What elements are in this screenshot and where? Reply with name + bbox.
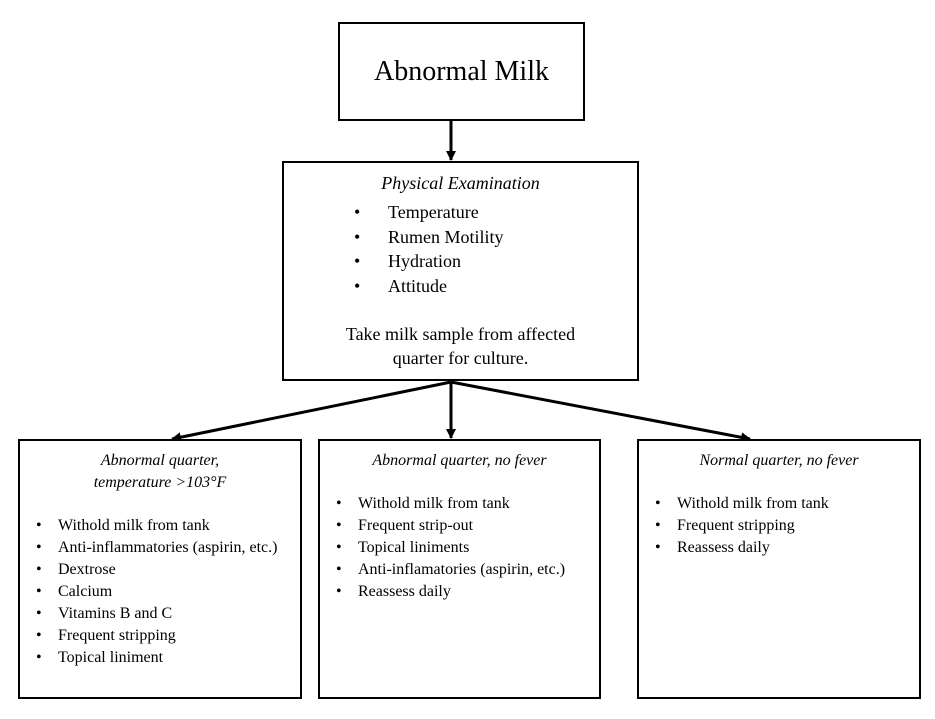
list-item: Frequent stripping <box>653 515 903 537</box>
list-item: Anti-inflammatories (aspirin, etc.) <box>34 537 284 559</box>
list-item: Reassess daily <box>653 537 903 559</box>
abnormal-quarter-no-fever-box: Abnormal quarter, no fever Withold milk … <box>318 439 601 699</box>
abnormal-quarter-fever-box: Abnormal quarter, temperature >103°F Wit… <box>18 439 302 699</box>
abnormal-quarter-fever-list: Withold milk from tank Anti-inflammatori… <box>34 515 284 669</box>
list-item: Attitude <box>348 274 504 299</box>
physical-examination-title: Physical Examination <box>381 173 540 193</box>
milk-sample-note: Take milk sample from affected quarter f… <box>284 322 637 370</box>
list-item: Temperature <box>348 200 504 225</box>
physical-examination-box: Physical Examination Temperature Rumen M… <box>282 161 639 381</box>
abnormal-quarter-fever-title: Abnormal quarter, temperature >103°F <box>20 450 300 494</box>
list-item: Topical liniments <box>334 537 584 559</box>
physical-examination-list: Temperature Rumen Motility Hydration Att… <box>348 200 504 298</box>
list-item: Dextrose <box>34 559 284 581</box>
list-item: Vitamins B and C <box>34 603 284 625</box>
list-item: Frequent strip-out <box>334 515 584 537</box>
list-item: Calcium <box>34 581 284 603</box>
list-item: Topical liniment <box>34 647 284 669</box>
title-line1: Abnormal quarter, <box>100 452 220 469</box>
milk-sample-note-line2: quarter for culture. <box>392 348 529 368</box>
list-item: Withold milk from tank <box>34 515 284 537</box>
normal-quarter-no-fever-list: Withold milk from tank Frequent strippin… <box>653 493 903 559</box>
list-item: Withold milk from tank <box>653 493 903 515</box>
milk-sample-note-line1: Take milk sample from affected <box>345 324 576 344</box>
normal-quarter-no-fever-box: Normal quarter, no fever Withold milk fr… <box>637 439 921 699</box>
list-item: Rumen Motility <box>348 225 504 250</box>
arrow-middle-to-left <box>171 380 452 443</box>
abnormal-quarter-no-fever-title: Abnormal quarter, no fever <box>372 452 547 469</box>
list-item: Hydration <box>348 249 504 274</box>
abnormal-quarter-no-fever-list: Withold milk from tank Frequent strip-ou… <box>334 493 584 603</box>
abnormal-milk-box: Abnormal Milk <box>338 22 585 121</box>
abnormal-milk-title: Abnormal Milk <box>374 55 549 87</box>
list-item: Withold milk from tank <box>334 493 584 515</box>
list-item: Reassess daily <box>334 581 584 603</box>
title-line2: temperature >103°F <box>93 474 227 491</box>
arrow-middle-to-right <box>450 380 751 443</box>
normal-quarter-no-fever-title: Normal quarter, no fever <box>699 452 859 469</box>
list-item: Frequent stripping <box>34 625 284 647</box>
list-item: Anti-inflamatories (aspirin, etc.) <box>334 559 584 581</box>
